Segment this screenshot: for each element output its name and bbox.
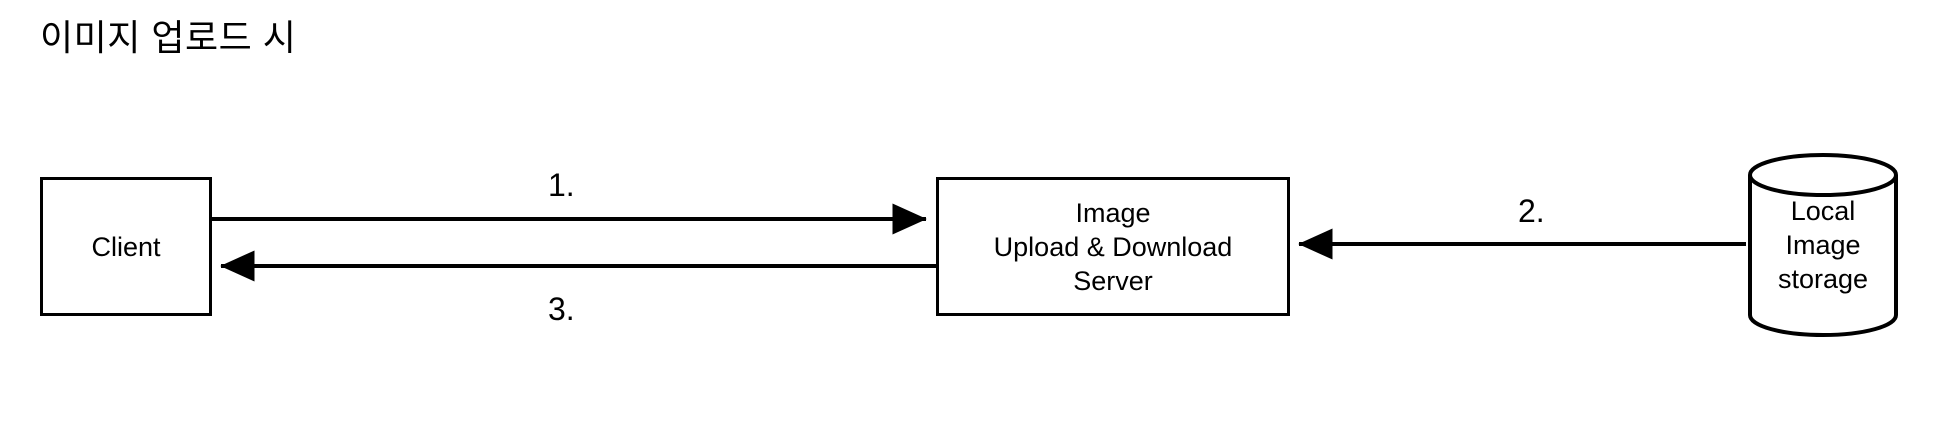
node-image-upload-download-server: Image Upload & Download Server <box>936 177 1290 316</box>
edge-label-1: 1. <box>548 167 575 203</box>
cylinder-shape <box>1748 153 1898 337</box>
node-client: Client <box>40 177 212 316</box>
node-client-label: Client <box>91 231 161 262</box>
edge-label-2: 2. <box>1518 193 1545 229</box>
node-local-image-storage: Local Image storage <box>1747 152 1899 338</box>
edge-label-3: 3. <box>548 291 575 327</box>
node-storage-label: Local Image storage <box>1777 196 1869 294</box>
node-server-label: Image Upload & Download Server <box>993 197 1233 296</box>
page-title: 이미지 업로드 시 <box>40 17 297 58</box>
